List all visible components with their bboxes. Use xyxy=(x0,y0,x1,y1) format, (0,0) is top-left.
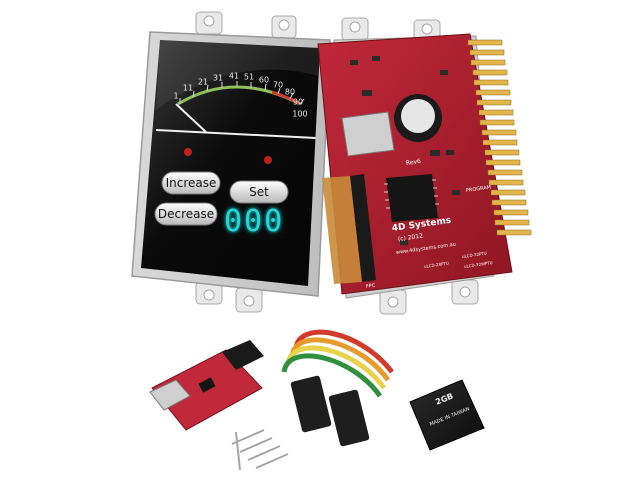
gauge-divider xyxy=(155,129,317,139)
gauge-label-90: 90 xyxy=(292,97,304,107)
gauge-ticks xyxy=(179,81,305,105)
cable-connector-left xyxy=(290,375,332,433)
gauge-label-41: 41 xyxy=(228,71,240,81)
gauge-label-70: 70 xyxy=(272,80,284,90)
increase-button-bg xyxy=(161,171,221,195)
pin-header xyxy=(231,429,289,471)
gauge-red-zone xyxy=(271,90,301,106)
gauge-label-31: 31 xyxy=(212,73,224,83)
screen-gloss xyxy=(156,40,320,110)
pcb-mounting-tabs xyxy=(341,17,479,315)
counter-frame xyxy=(222,205,286,239)
gauge-label-80: 80 xyxy=(284,87,296,97)
jumper-cable xyxy=(281,329,394,398)
pcb-fpc: FPC xyxy=(365,282,376,290)
coin-cell-top xyxy=(401,99,435,133)
smd-components xyxy=(350,56,460,245)
decrease-button-bg xyxy=(154,202,218,226)
led-right xyxy=(264,156,272,164)
led-left xyxy=(184,148,192,156)
sd-slot xyxy=(341,111,395,157)
counter-display: 000 xyxy=(224,204,285,239)
header-pins xyxy=(467,39,532,236)
gauge-label-21: 21 xyxy=(197,77,209,87)
set-button-bg xyxy=(229,180,289,204)
microsd-card xyxy=(409,379,485,451)
gauge-needle xyxy=(175,103,207,133)
fpc-connector xyxy=(350,174,376,282)
cable-connector-right xyxy=(328,389,370,447)
gauge-label-1: 1 xyxy=(173,91,179,101)
fpc-ribbon xyxy=(322,176,362,284)
processor-chip xyxy=(386,174,438,222)
gauge-label-60: 60 xyxy=(258,75,270,85)
chip-pins xyxy=(384,179,439,209)
display-module xyxy=(131,11,331,313)
gauge-label-100: 100 xyxy=(292,109,308,119)
mounting-tabs xyxy=(195,11,297,313)
usb-connector xyxy=(149,379,191,411)
gauge-label-51: 51 xyxy=(243,72,255,82)
programmer-header xyxy=(222,340,264,370)
pcb-board xyxy=(317,17,532,315)
usb-programmer xyxy=(149,340,264,431)
gauge-label-11: 11 xyxy=(182,83,194,93)
